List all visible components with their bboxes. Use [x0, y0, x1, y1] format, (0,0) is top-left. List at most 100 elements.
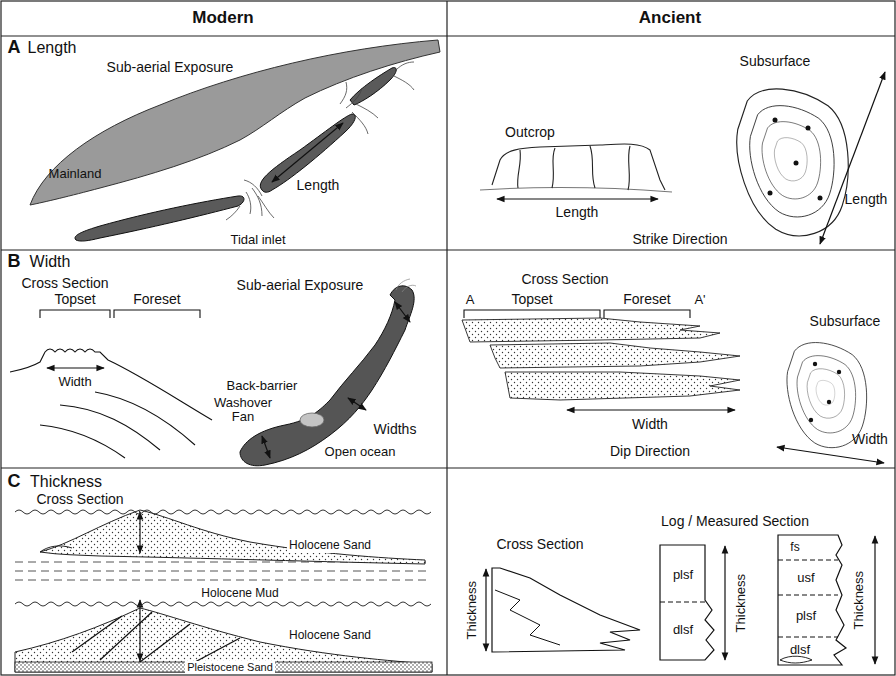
drawing-stroke: [396, 279, 410, 290]
label: Sub-aerial Exposure: [237, 278, 364, 293]
label: Outcrop: [505, 125, 555, 140]
label: Foreset: [133, 292, 180, 307]
drawing-stroke: [462, 318, 720, 342]
drawing-stroke: [778, 595, 838, 596]
label: Thickness: [852, 571, 866, 630]
label: Cross Section: [521, 272, 608, 287]
label: Cross Section: [496, 537, 583, 552]
drawing-stroke: [518, 150, 521, 188]
drawing-stroke: [480, 187, 672, 192]
drawing-stroke: [794, 161, 799, 166]
drawing-stroke: [462, 318, 740, 400]
drawing-stroke: [396, 62, 414, 70]
label: Ancient: [639, 9, 701, 28]
label: Holocene Sand: [287, 539, 373, 552]
drawing-stroke: [497, 198, 658, 199]
drawing-stroke: [300, 413, 324, 427]
label: Dip Direction: [610, 444, 690, 459]
drawing-stroke: [820, 72, 885, 244]
drawing-stroke: [777, 447, 884, 463]
label: B: [8, 252, 21, 272]
drawing-stroke: [816, 380, 835, 405]
drawing-stroke: [15, 602, 431, 606]
drawing-stroke: [246, 192, 251, 214]
label: Length: [297, 178, 340, 193]
drawing-stroke: [60, 405, 160, 450]
drawing-stroke: [1, 249, 895, 250]
drawing-stroke: [768, 191, 773, 196]
drawing-stroke: [244, 180, 262, 196]
drawing-stroke: [778, 535, 846, 665]
drawing-stroke: [72, 612, 240, 662]
drawing-stroke: [10, 310, 212, 458]
label: Width: [632, 417, 668, 432]
drawing-stroke: [15, 562, 430, 580]
drawing-stroke: [396, 279, 416, 292]
drawing-stroke: [774, 138, 807, 181]
drawing-stroke: [40, 510, 425, 564]
drawing-stroke: [195, 638, 240, 662]
drawing-stroke: [809, 362, 841, 422]
drawing-stroke: [567, 409, 735, 410]
drawing-stroke: [495, 590, 560, 645]
label: Thickness: [30, 473, 102, 491]
label: Thickness: [734, 574, 748, 633]
label: Width: [30, 253, 71, 271]
drawing-stroke: [30, 40, 440, 205]
drawing-stroke: [874, 536, 875, 664]
drawing-stroke: [262, 436, 270, 458]
drawing-stroke: [485, 569, 486, 651]
label: Tidal inlet: [230, 233, 285, 247]
drawing-stroke: [356, 104, 378, 118]
label: Cross Section: [36, 492, 123, 507]
drawing-stroke: [806, 126, 811, 131]
drawing-stroke: [346, 88, 362, 108]
drawing-stroke: [490, 343, 740, 368]
label: fs: [790, 541, 799, 554]
drawing-stroke: [492, 568, 640, 652]
drawing-stroke: [773, 118, 778, 123]
label: Strike Direction: [633, 232, 728, 247]
drawing-stroke: [395, 302, 410, 322]
label: Subsurface: [740, 54, 811, 69]
label: A': [694, 293, 705, 307]
drawing-stroke: [47, 367, 104, 368]
label: Length: [28, 39, 77, 57]
drawing-stroke: [140, 624, 190, 662]
drawing-stroke: [780, 656, 812, 663]
drawing-stroke: [797, 356, 856, 433]
label: Holocene Mud: [199, 587, 280, 600]
drawing-stroke: [40, 546, 72, 552]
label: usf: [797, 571, 814, 585]
drawing-stroke: [724, 546, 725, 660]
drawing-stroke: [40, 310, 110, 318]
drawing-stroke: [837, 370, 841, 374]
drawing-stroke: [750, 106, 834, 217]
drawing-stroke: [226, 206, 240, 220]
label: Cross Section: [21, 276, 108, 291]
label: Widths: [374, 422, 417, 437]
drawing-stroke: [95, 392, 195, 445]
drawing-stroke: [809, 418, 813, 422]
drawing-stroke: [348, 398, 366, 410]
drawing-stroke: [10, 349, 212, 420]
drawing-stroke: [40, 425, 125, 458]
label: Holocene Sand: [287, 629, 373, 642]
drawing-stroke: [768, 118, 823, 201]
drawing-stroke: [827, 400, 831, 404]
label: Length: [556, 205, 599, 220]
drawing-stroke: [114, 310, 200, 318]
drawing-stroke: [480, 144, 672, 192]
label: Log / Measured Section: [661, 514, 809, 529]
drawing-stroke: [807, 369, 845, 418]
drawing-stroke: [660, 602, 705, 603]
drawing-stroke: [505, 372, 740, 400]
drawing-stroke: [258, 196, 274, 218]
drawing-stroke: [15, 580, 430, 581]
label: Pleistocene Sand: [185, 661, 275, 673]
drawing-stroke: [139, 600, 140, 661]
drawing-stroke: [252, 188, 262, 216]
label: A: [466, 293, 475, 307]
